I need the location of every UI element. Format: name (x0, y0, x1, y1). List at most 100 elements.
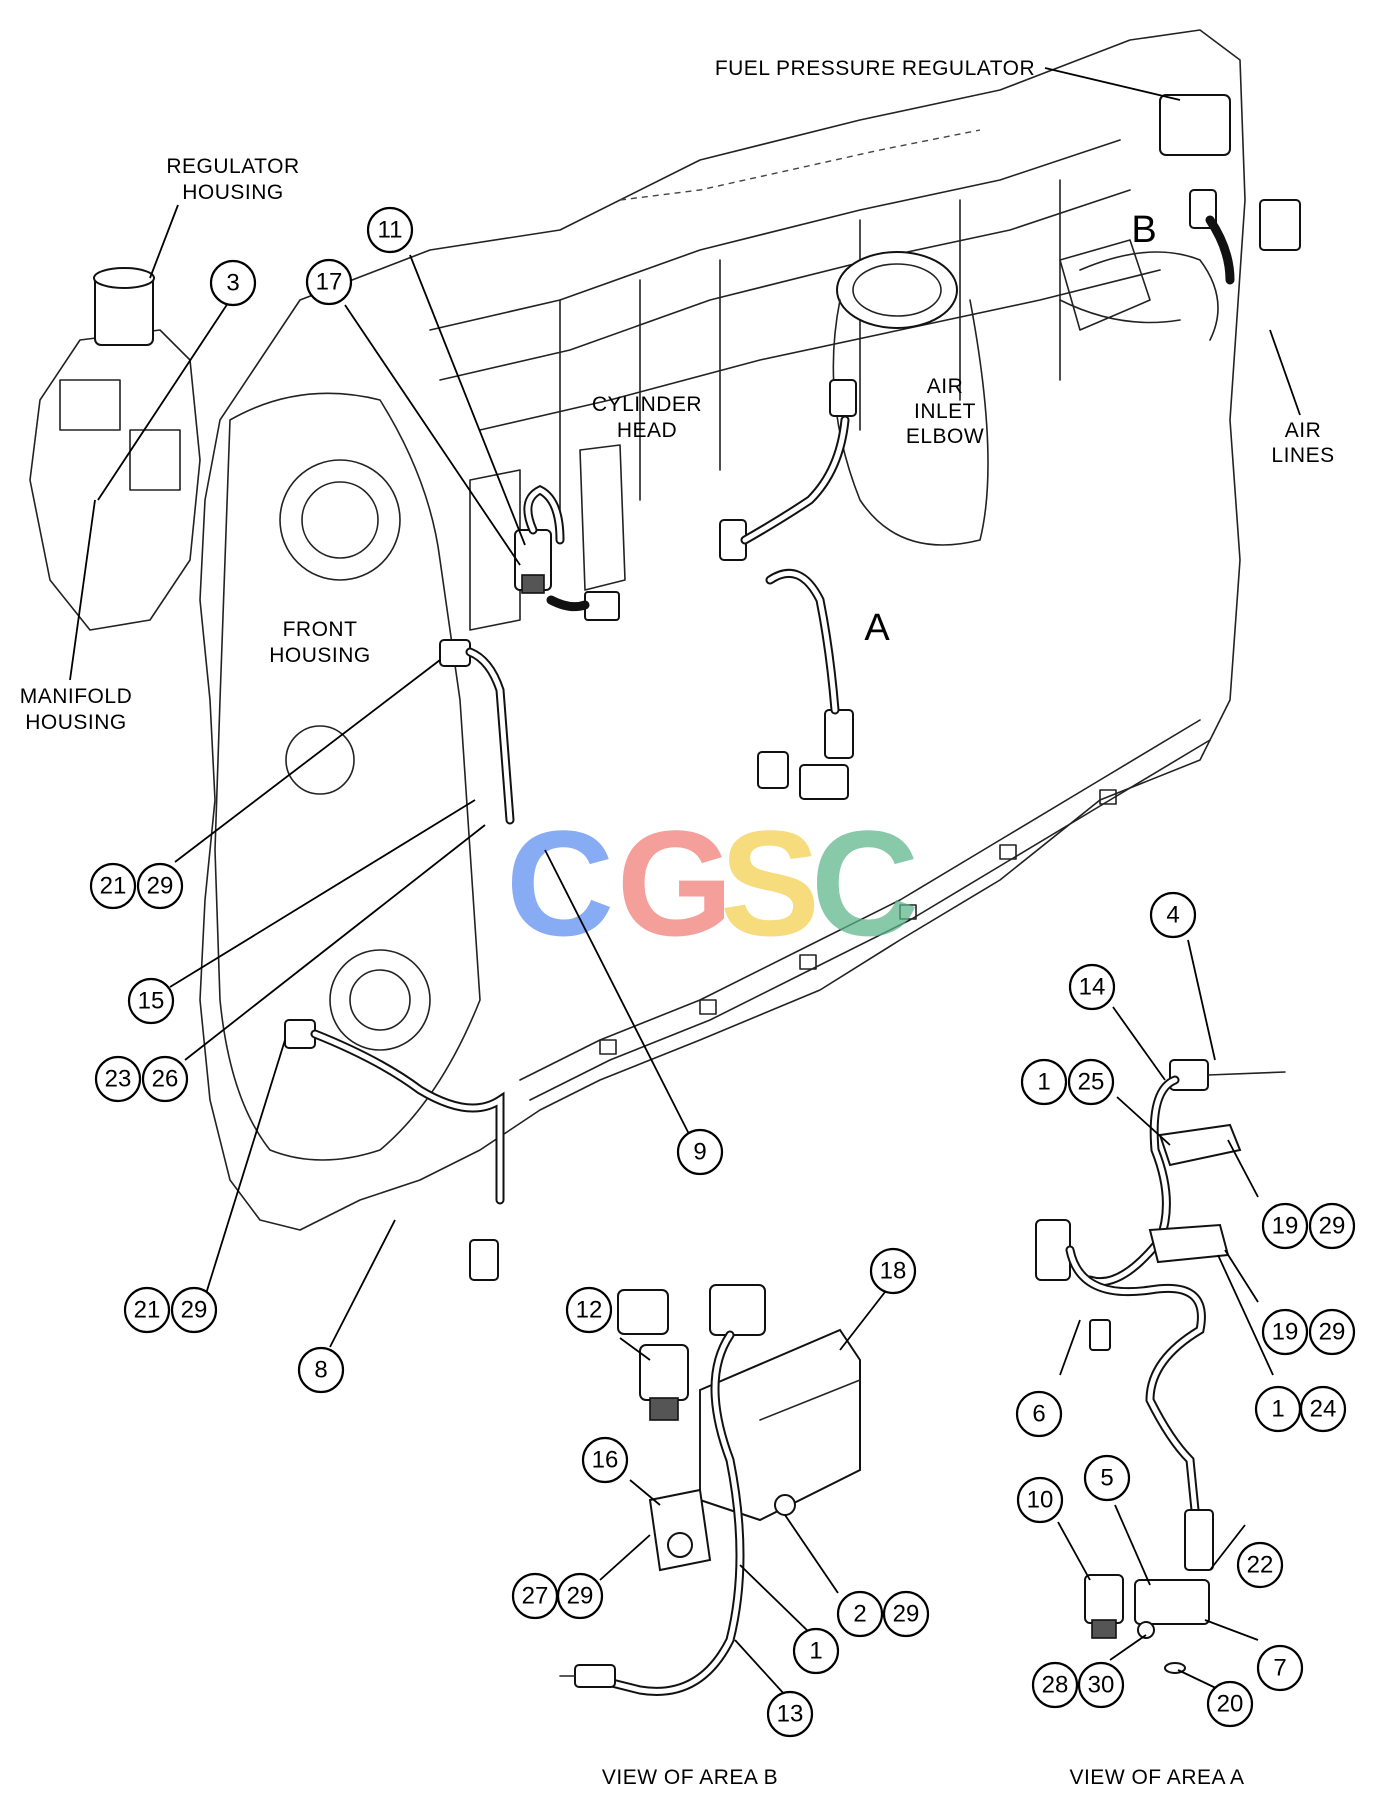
svg-text:29: 29 (181, 1297, 208, 1324)
callout-24: 24 (1299, 1385, 1347, 1433)
svg-text:1: 1 (1037, 1069, 1050, 1096)
label-manifold-housing-1: MANIFOLD (20, 685, 133, 708)
label-cylinder-head-1: CYLINDER (592, 393, 702, 416)
callout-28: 28 (1031, 1661, 1079, 1709)
svg-text:10: 10 (1027, 1487, 1054, 1514)
svg-text:29: 29 (567, 1583, 594, 1610)
svg-text:27: 27 (522, 1583, 549, 1610)
svg-text:30: 30 (1088, 1672, 1115, 1699)
svg-text:19: 19 (1272, 1213, 1299, 1240)
callout-6: 6 (1015, 1390, 1063, 1438)
label-front-housing-1: FRONT (283, 618, 358, 641)
label-area-b: B (1131, 209, 1156, 251)
callout-7: 7 (1256, 1644, 1304, 1692)
label-regulator-housing-2: HOUSING (182, 181, 284, 204)
svg-text:1: 1 (809, 1638, 822, 1665)
svg-text:26: 26 (152, 1066, 179, 1093)
callout-30: 30 (1077, 1661, 1125, 1709)
label-regulator-housing-1: REGULATOR (166, 155, 299, 178)
callout-25: 25 (1067, 1058, 1115, 1106)
svg-text:22: 22 (1247, 1552, 1274, 1579)
callout-16: 16 (581, 1436, 629, 1484)
watermark: C G S C (506, 799, 919, 967)
svg-text:20: 20 (1217, 1691, 1244, 1718)
watermark-letter-4: C (811, 799, 919, 967)
svg-text:4: 4 (1166, 902, 1179, 929)
svg-text:23: 23 (105, 1066, 132, 1093)
svg-text:19: 19 (1272, 1319, 1299, 1346)
svg-text:7: 7 (1273, 1655, 1286, 1682)
callout-17: 17 (305, 258, 353, 306)
view-area-a-detail (1035, 1059, 1286, 1674)
label-air-lines-1: AIR (1285, 419, 1322, 442)
callout-13: 13 (766, 1690, 814, 1738)
svg-text:21: 21 (100, 873, 127, 900)
view-area-b-detail (559, 1284, 861, 1696)
callout-1-a-upper: 1 (1020, 1058, 1068, 1106)
main-view-components (284, 189, 1301, 1281)
callout-29-a-lower: 29 (1308, 1308, 1356, 1356)
callout-15: 15 (127, 977, 175, 1025)
label-cylinder-head-2: HEAD (617, 419, 677, 442)
callout-29-b-bolt: 29 (882, 1590, 930, 1638)
svg-text:2: 2 (853, 1601, 866, 1628)
label-manifold-housing-2: HOUSING (25, 711, 127, 734)
svg-text:16: 16 (592, 1447, 619, 1474)
callout-21-upper: 21 (89, 862, 137, 910)
callout-4: 4 (1149, 891, 1197, 939)
svg-text:29: 29 (1319, 1213, 1346, 1240)
callout-18: 18 (869, 1247, 917, 1295)
label-view-area-b: VIEW OF AREA B (602, 1766, 778, 1789)
svg-text:28: 28 (1042, 1672, 1069, 1699)
callout-1-b: 1 (792, 1627, 840, 1675)
callout-5: 5 (1083, 1454, 1131, 1502)
watermark-letter-2: G (617, 799, 734, 967)
callout-19-lower: 19 (1261, 1308, 1309, 1356)
label-view-area-a: VIEW OF AREA A (1069, 1766, 1244, 1789)
svg-text:15: 15 (138, 988, 165, 1015)
svg-text:8: 8 (314, 1357, 327, 1384)
label-fuel-pressure-regulator: FUEL PRESSURE REGULATOR (715, 57, 1035, 80)
callout-29-a-upper: 29 (1308, 1202, 1356, 1250)
callout-20: 20 (1206, 1680, 1254, 1728)
callout-2: 2 (836, 1590, 884, 1638)
svg-text:18: 18 (880, 1258, 907, 1285)
callout-27: 27 (511, 1572, 559, 1620)
callout-21-lower: 21 (123, 1286, 171, 1334)
svg-text:24: 24 (1310, 1396, 1337, 1423)
callout-12: 12 (565, 1286, 613, 1334)
svg-text:29: 29 (147, 873, 174, 900)
svg-text:14: 14 (1079, 974, 1106, 1001)
callout-26: 26 (141, 1055, 189, 1103)
callout-11: 11 (366, 206, 414, 254)
svg-text:29: 29 (893, 1601, 920, 1628)
callout-3: 3 (209, 259, 257, 307)
label-front-housing-2: HOUSING (269, 644, 371, 667)
svg-text:5: 5 (1100, 1465, 1113, 1492)
callout-leaders (97, 254, 1274, 1696)
label-area-a: A (864, 607, 890, 649)
svg-text:1: 1 (1271, 1396, 1284, 1423)
svg-text:21: 21 (134, 1297, 161, 1324)
callout-8: 8 (297, 1346, 345, 1394)
label-air-lines-2: LINES (1271, 444, 1334, 467)
svg-text:9: 9 (693, 1139, 706, 1166)
callout-23: 23 (94, 1055, 142, 1103)
engine-line-art (29, 29, 1246, 1231)
callout-9: 9 (676, 1128, 724, 1176)
svg-text:17: 17 (316, 269, 343, 296)
callout-29-upper: 29 (136, 862, 184, 910)
callout-14: 14 (1068, 963, 1116, 1011)
rail-bolts (599, 789, 1117, 1055)
svg-text:29: 29 (1319, 1319, 1346, 1346)
callout-29-lower: 29 (170, 1286, 218, 1334)
callout-29-b-bracket: 29 (556, 1572, 604, 1620)
svg-text:11: 11 (378, 217, 403, 244)
label-air-inlet-elbow-1: AIR (927, 375, 964, 398)
svg-text:13: 13 (777, 1701, 804, 1728)
svg-text:12: 12 (576, 1297, 603, 1324)
callout-1-a-lower: 1 (1254, 1385, 1302, 1433)
callout-19-upper: 19 (1261, 1202, 1309, 1250)
callout-10: 10 (1016, 1476, 1064, 1524)
svg-text:25: 25 (1078, 1069, 1105, 1096)
